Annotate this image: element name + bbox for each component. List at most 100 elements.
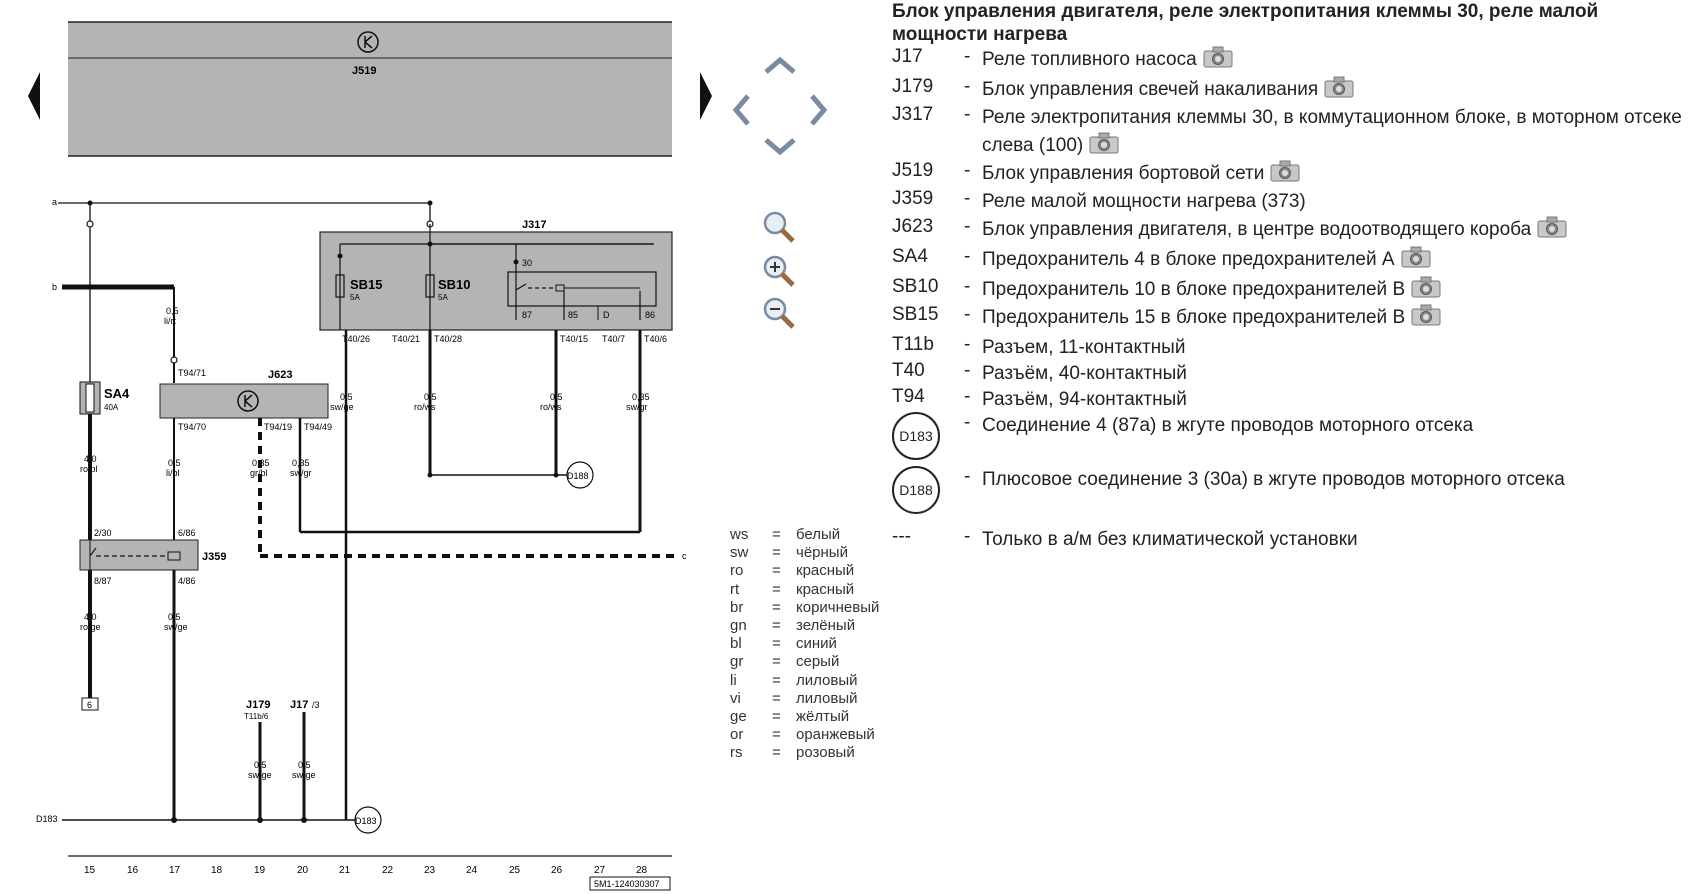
color-eq: = xyxy=(772,635,781,653)
color-name: белый xyxy=(796,526,841,543)
color-row: br=коричневый xyxy=(730,599,910,618)
legend-code: J359 xyxy=(892,188,934,209)
camera-icon[interactable] xyxy=(1411,304,1441,326)
color-eq: = xyxy=(772,544,781,562)
camera-icon[interactable] xyxy=(1537,216,1567,238)
col-num: 23 xyxy=(424,865,436,876)
pin-label: T94/49 xyxy=(304,422,332,432)
legend-dash: - xyxy=(964,304,971,325)
legend-title: Блок управления двигателя, реле электроп… xyxy=(892,1,1599,45)
col-num: 25 xyxy=(509,865,521,876)
legend-description: Реле электропитания клеммы 30, в коммута… xyxy=(982,107,1682,156)
page-next-icon[interactable] xyxy=(700,72,712,120)
wire-label: sw/ge xyxy=(330,402,354,412)
sb15-label: SB15 xyxy=(350,277,383,292)
col-num: 17 xyxy=(169,865,181,876)
pin-label: T94/71 xyxy=(178,368,206,378)
pin-label: T94/70 xyxy=(178,422,206,432)
j317-label: J317 xyxy=(522,219,546,231)
d183-connection xyxy=(354,806,382,834)
column-numbers: 15 16 17 18 19 20 21 22 23 24 25 26 27 2… xyxy=(84,865,648,876)
camera-icon[interactable] xyxy=(1401,246,1431,268)
color-name: лиловый xyxy=(796,689,858,707)
j17-label: J17 xyxy=(290,699,308,711)
wire-label: sw/ge xyxy=(248,770,272,780)
legend-row: D183-Соединение 4 (87а) в жгуте проводов… xyxy=(892,412,1688,460)
arrow-right-icon[interactable] xyxy=(806,90,832,130)
arrow-up-icon[interactable] xyxy=(760,52,800,78)
control-unit-symbol xyxy=(357,31,379,53)
col-num: 27 xyxy=(594,865,606,876)
col-num: 21 xyxy=(339,865,351,876)
legend-row: J179-Блок управления свечей накаливания xyxy=(892,76,1688,104)
camera-icon[interactable] xyxy=(1411,276,1441,298)
camera-icon[interactable] xyxy=(1324,76,1354,98)
camera-icon[interactable] xyxy=(1089,132,1119,154)
pin-label: T40/7 xyxy=(602,334,625,344)
wire-label: 4,0 xyxy=(84,454,97,464)
color-row: sw=чёрный xyxy=(730,544,910,563)
page-ref-box: 6 xyxy=(87,700,92,710)
legend-row: T94-Разъём, 94-контактный xyxy=(892,386,1688,414)
legend-dash: - xyxy=(964,386,971,407)
legend-code: SA4 xyxy=(892,246,928,267)
legend-row: T11b-Разъем, 11-контактный xyxy=(892,334,1688,362)
sb15-rating: 5A xyxy=(350,293,360,302)
color-eq: = xyxy=(772,617,781,634)
wire-label: sw/gr xyxy=(290,468,312,478)
wire-label: gr/bl xyxy=(250,468,268,478)
color-row: vi=лиловый xyxy=(730,690,910,709)
j179-label: J179 xyxy=(246,699,270,711)
legend-description: Предохранитель 4 в блоке предохранителей… xyxy=(982,246,1682,274)
color-eq: = xyxy=(772,671,781,689)
col-num: 26 xyxy=(551,865,563,876)
color-abbr: ro xyxy=(730,562,744,580)
col-num: 16 xyxy=(127,865,139,876)
color-abbr: ge xyxy=(730,708,747,725)
page-prev-icon[interactable] xyxy=(28,72,40,120)
wiring-diagram: J519 a b 0,5 li/rt T94/71 J317 SB15 5A S… xyxy=(28,21,712,891)
color-row: ge=жёлтый xyxy=(730,708,910,727)
pin-label: 6/86 xyxy=(178,528,196,538)
j519-panel xyxy=(68,22,672,156)
arrow-left-icon[interactable] xyxy=(728,90,754,130)
camera-icon[interactable] xyxy=(1270,160,1300,182)
pin-label: 2/30 xyxy=(94,528,112,538)
legend-description: Реле топливного насоса xyxy=(982,46,1682,74)
legend-dash: - xyxy=(964,46,971,67)
color-name: жёлтый xyxy=(796,708,850,725)
legend-dash: - xyxy=(964,276,971,297)
wire-label: sw/ge xyxy=(164,622,188,632)
wire-label: 0,5 xyxy=(168,458,181,468)
legend-dash: - xyxy=(964,360,971,381)
legend-code: T11b xyxy=(892,334,934,355)
legend-description: Только в а/м без климатической установки xyxy=(982,529,1358,550)
color-name: серый xyxy=(796,653,840,671)
sa4-rating: 40A xyxy=(104,403,119,412)
arrow-down-icon[interactable] xyxy=(760,134,800,160)
color-name: коричневый xyxy=(796,598,880,616)
legend-code: J623 xyxy=(892,216,934,237)
camera-icon[interactable] xyxy=(1203,46,1233,68)
magnifier-icon[interactable] xyxy=(762,210,796,244)
pin-label: T40/6 xyxy=(644,334,667,344)
wire-label: 0,5 xyxy=(340,392,353,402)
legend-code: J519 xyxy=(892,160,934,181)
legend-dash: - xyxy=(964,246,971,267)
color-abbr: br xyxy=(730,598,744,616)
sb10-rating: 5A xyxy=(438,293,448,302)
col-num: 24 xyxy=(466,865,478,876)
relay-pin-label: 86 xyxy=(645,310,655,320)
pin-label: T40/15 xyxy=(560,334,588,344)
wire-label: 0,5 xyxy=(550,392,563,402)
zoom-in-icon[interactable] xyxy=(762,254,796,288)
col-num: 28 xyxy=(636,865,648,876)
legend-code: T40 xyxy=(892,360,925,381)
color-row: ro=красный xyxy=(730,562,910,581)
col-num: 20 xyxy=(297,865,309,876)
color-abbr: bl xyxy=(730,635,742,653)
legend-description: Реле малой мощности нагрева (373) xyxy=(982,191,1306,212)
zoom-out-icon[interactable] xyxy=(762,296,796,330)
legend-code: J179 xyxy=(892,76,934,97)
pin-label: 8/87 xyxy=(94,576,112,586)
